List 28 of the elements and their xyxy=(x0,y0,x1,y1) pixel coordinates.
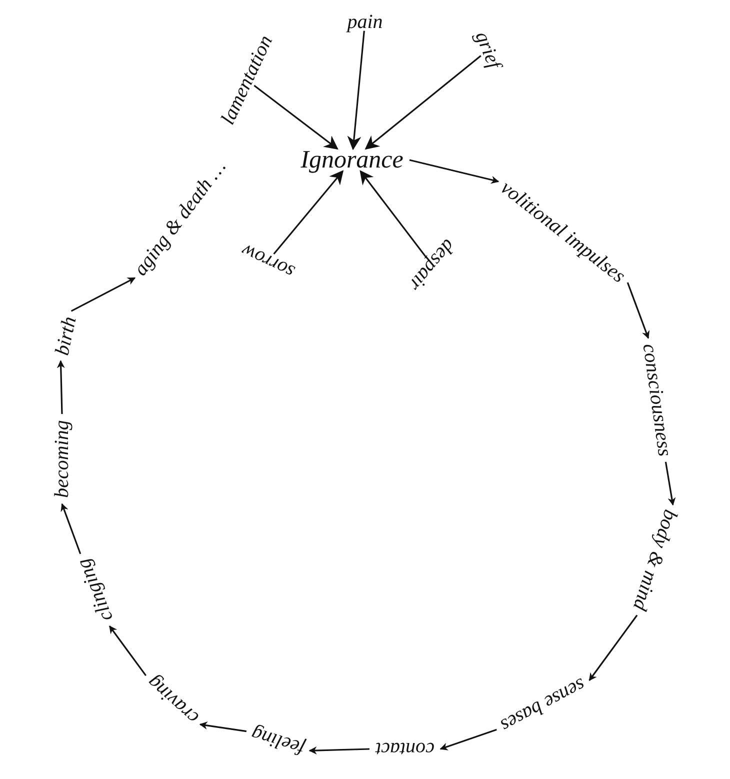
stage-label: sense bases xyxy=(496,674,590,736)
stage-label: consciousness xyxy=(638,342,676,458)
arrow xyxy=(60,503,82,554)
arrow xyxy=(199,722,247,732)
stage-label: becoming xyxy=(51,420,73,498)
stage-label: body & mind xyxy=(628,506,682,614)
arrow xyxy=(70,277,136,312)
stage-label: pain xyxy=(347,11,383,33)
arrow xyxy=(409,159,500,184)
arrow xyxy=(308,746,370,754)
arrow xyxy=(273,170,344,255)
arrow xyxy=(360,170,428,258)
arrow xyxy=(440,728,497,750)
stage-label: clinging xyxy=(72,556,118,624)
arrow xyxy=(364,55,482,150)
stage-label: feeling xyxy=(248,722,308,760)
stage-label: birth xyxy=(51,314,81,358)
arrow xyxy=(108,626,147,676)
center-label: Ignorance xyxy=(300,146,404,174)
stage-label: grief xyxy=(470,28,506,72)
arrow xyxy=(254,84,338,150)
stage-label: contact xyxy=(376,738,434,760)
arrow xyxy=(664,462,676,506)
arrow xyxy=(626,282,650,339)
arrow xyxy=(56,360,65,414)
stage-label: sorrow xyxy=(238,239,298,283)
arrow xyxy=(347,30,365,150)
arrow xyxy=(588,614,638,681)
